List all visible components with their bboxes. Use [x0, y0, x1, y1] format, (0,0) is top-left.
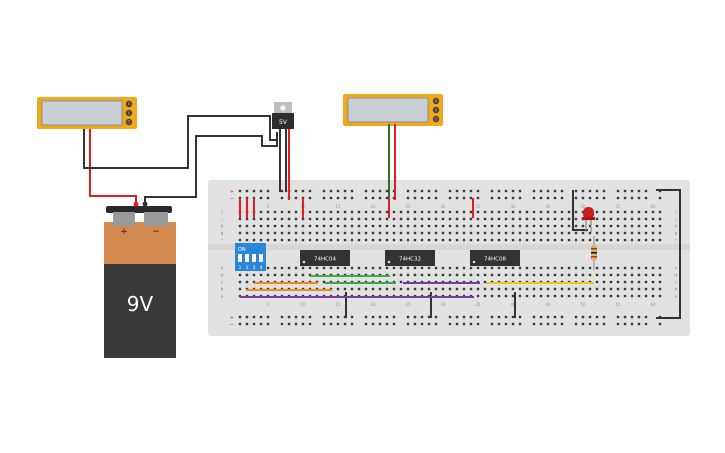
meter-left-label-g: G [127, 120, 130, 125]
column-number-bottom: 20 [370, 302, 376, 307]
chip-label-74hc08: 74HC08 [484, 257, 506, 263]
meter-left-terminal-g[interactable] [125, 118, 133, 126]
dip-switch-toggle-1[interactable] [238, 254, 242, 262]
voltage-regulator[interactable]: 5V [272, 102, 294, 200]
column-number-top: 35 [475, 204, 481, 209]
row-letter-right: e [675, 266, 678, 271]
column-number-bottom: 25 [405, 302, 411, 307]
breadboard[interactable]: +−+−jjiihhggffeeddccbbaa5510101515202025… [208, 180, 690, 336]
row-letter-right: j [674, 210, 676, 215]
meter-right-terminal-v[interactable] [432, 106, 440, 114]
row-letter-right: i [675, 217, 676, 222]
column-number-top: 25 [405, 204, 411, 209]
column-number-bottom: 40 [510, 302, 516, 307]
battery-plus-sign: + [120, 227, 128, 237]
power-jumpers [239, 189, 681, 319]
chip-74hc04[interactable]: 74HC04 [300, 250, 350, 266]
column-number-top: 5 [267, 204, 270, 209]
chip-74hc08[interactable]: 74HC08 [470, 250, 520, 266]
column-number-bottom: 45 [545, 302, 551, 307]
row-letter-right: b [675, 287, 678, 292]
row-letter-left: f [221, 238, 223, 243]
regulator-label: 5V [279, 119, 288, 126]
column-number-top: 40 [510, 204, 516, 209]
column-number-bottom: 55 [615, 302, 621, 307]
breadboard-labels: +−+−jjiihhggffeeddccbbaa5510101515202025… [220, 189, 677, 328]
meter-right-terminal-g[interactable] [432, 115, 440, 123]
column-number-bottom: 15 [335, 302, 341, 307]
meter-right-terminal-a[interactable] [432, 97, 440, 105]
row-letter-right: g [675, 231, 678, 236]
battery-9v[interactable]: + − 9V [104, 201, 176, 359]
column-number-bottom: 35 [475, 302, 481, 307]
column-number-top: 50 [580, 204, 586, 209]
row-letter-right: d [675, 273, 678, 278]
rail-sign-top-minus: − [230, 196, 234, 202]
meter-right-label-a: A [435, 99, 438, 104]
multimeter-right[interactable]: A V G [343, 94, 443, 126]
column-number-top: 30 [440, 204, 446, 209]
dip-switch-pos-2: 2 [246, 265, 249, 271]
column-number-top: 55 [615, 204, 621, 209]
dip-switch-toggle-4[interactable] [259, 254, 263, 262]
wire-black-battery-regulator[interactable] [144, 132, 278, 206]
row-letter-left: g [221, 231, 224, 236]
row-letter-right: c [675, 280, 677, 285]
meter-left-label-a: A [128, 102, 131, 107]
row-letter-left: c [221, 280, 223, 285]
row-letter-right: a [675, 294, 678, 299]
dip-switch-pos-3: 3 [253, 265, 256, 271]
wire-red-meter1-battery[interactable] [89, 128, 137, 206]
dip-switch-pos-4: 4 [260, 265, 263, 271]
meter-left-terminal-v[interactable] [125, 109, 133, 117]
led-red[interactable] [582, 207, 595, 232]
row-letter-right: h [675, 224, 678, 229]
row-letter-left: b [221, 287, 224, 292]
chip-74hc32[interactable]: 74HC32 [385, 250, 435, 266]
row-letter-left: a [221, 294, 224, 299]
dip-switch-toggle-3[interactable] [252, 254, 256, 262]
column-number-top: 15 [335, 204, 341, 209]
dip-switch-toggle-2[interactable] [245, 254, 249, 262]
dip-switch-pos-1: 1 [239, 265, 242, 271]
battery-voltage-label: 9V [127, 292, 154, 316]
column-number-bottom: 10 [300, 302, 306, 307]
row-letter-left: d [221, 273, 224, 278]
meter-left-terminal-a[interactable] [125, 100, 133, 108]
meter-right-label-v: V [435, 108, 438, 113]
row-letter-left: i [221, 217, 222, 222]
resistor[interactable] [591, 236, 597, 270]
wires-back [83, 115, 278, 206]
wire-black-meter1-battery[interactable] [83, 115, 278, 169]
row-letter-right: f [675, 238, 677, 243]
dip-switch[interactable]: ON 1 2 3 4 [235, 243, 266, 271]
row-letter-left: e [221, 266, 224, 271]
row-letter-left: j [220, 210, 222, 215]
meter-left-label-v: V [128, 111, 131, 116]
rail-sign-bottom-minus: − [230, 322, 234, 328]
logic-wires [240, 275, 594, 298]
column-number-bottom: 5 [267, 302, 270, 307]
column-number-top: 45 [545, 204, 551, 209]
column-number-bottom: 50 [580, 302, 586, 307]
battery-minus-sign: − [152, 227, 160, 237]
row-letter-left: h [221, 224, 224, 229]
multimeter-left[interactable]: A V G [37, 97, 137, 129]
chip-label-74hc04: 74HC04 [314, 257, 336, 263]
column-number-bottom: 60 [650, 302, 656, 307]
dip-switch-on-label: ON [238, 247, 246, 253]
column-number-bottom: 30 [440, 302, 446, 307]
meter-right-label-g: G [434, 117, 437, 122]
rail-sign-top-plus: + [230, 189, 234, 195]
column-number-top: 60 [650, 204, 656, 209]
chip-label-74hc32: 74HC32 [399, 257, 421, 263]
column-number-top: 20 [370, 204, 376, 209]
rail-sign-bottom-plus: + [230, 315, 234, 321]
